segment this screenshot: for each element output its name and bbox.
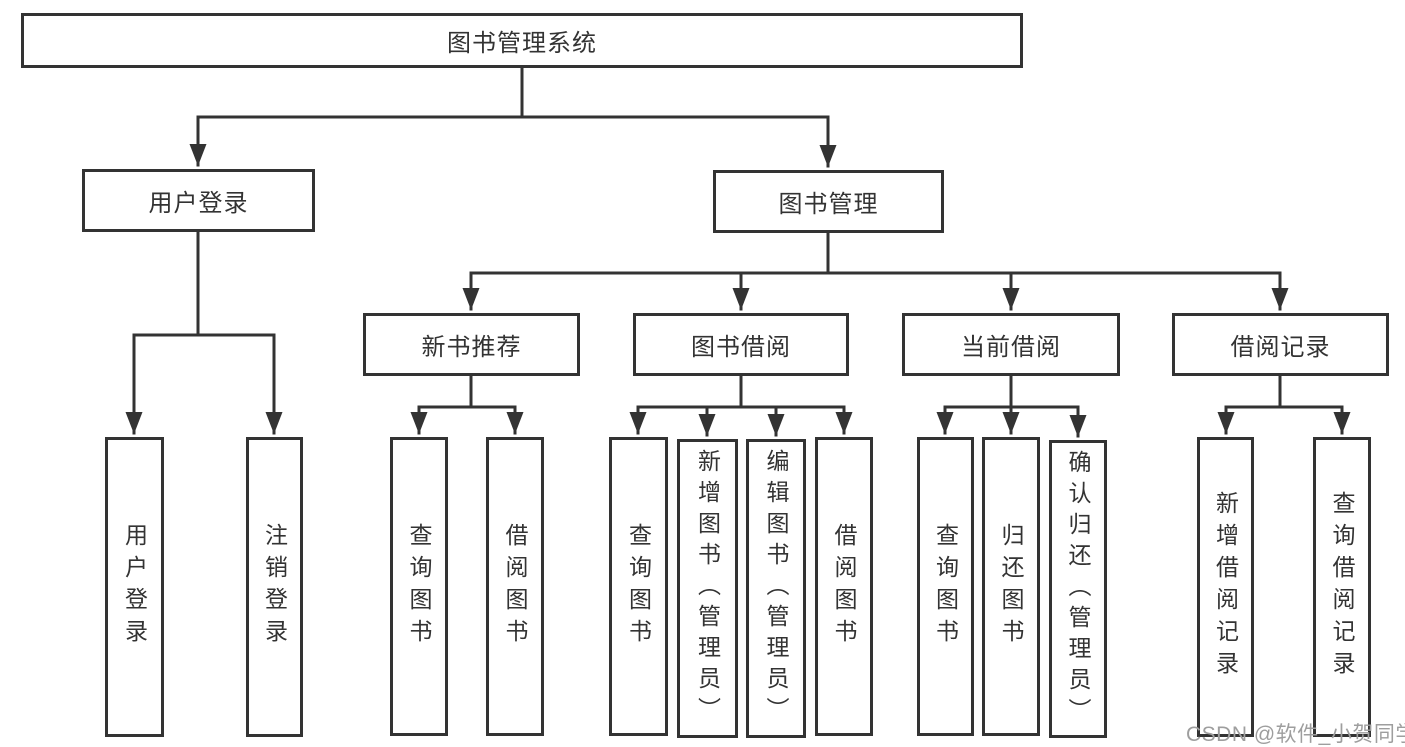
csdn-watermark: CSDN @软件_小贺同学 — [1186, 723, 1405, 746]
node-user-login: 用户登录 — [82, 169, 315, 232]
leaf-query-borrow-record: 查询借阅记录 — [1313, 437, 1371, 737]
leaf-add-book-admin: 新增图书（管理员） — [677, 439, 738, 738]
leaf-borrow-books-recommend: 借阅图书 — [486, 437, 544, 736]
node-new-book-recommend: 新书推荐 — [363, 313, 580, 376]
leaf-logout: 注销登录 — [246, 437, 303, 737]
leaf-return-books: 归还图书 — [982, 437, 1040, 736]
leaf-edit-book-admin: 编辑图书（管理员） — [746, 439, 806, 738]
node-borrow-records: 借阅记录 — [1172, 313, 1389, 376]
leaf-query-books-recommend: 查询图书 — [390, 437, 448, 736]
leaf-user-login: 用户登录 — [105, 437, 164, 737]
leaf-confirm-return-admin: 确认归还（管理员） — [1049, 440, 1107, 738]
leaf-query-books-current: 查询图书 — [917, 437, 974, 736]
node-current-borrowing: 当前借阅 — [902, 313, 1120, 376]
node-book-management: 图书管理 — [713, 170, 944, 233]
node-book-borrowing: 图书借阅 — [633, 313, 849, 376]
leaf-borrow-books-borrowing: 借阅图书 — [815, 437, 873, 736]
node-root-library-system: 图书管理系统 — [21, 13, 1023, 68]
leaf-query-books-borrowing: 查询图书 — [609, 437, 668, 736]
leaf-add-borrow-record: 新增借阅记录 — [1197, 437, 1254, 737]
